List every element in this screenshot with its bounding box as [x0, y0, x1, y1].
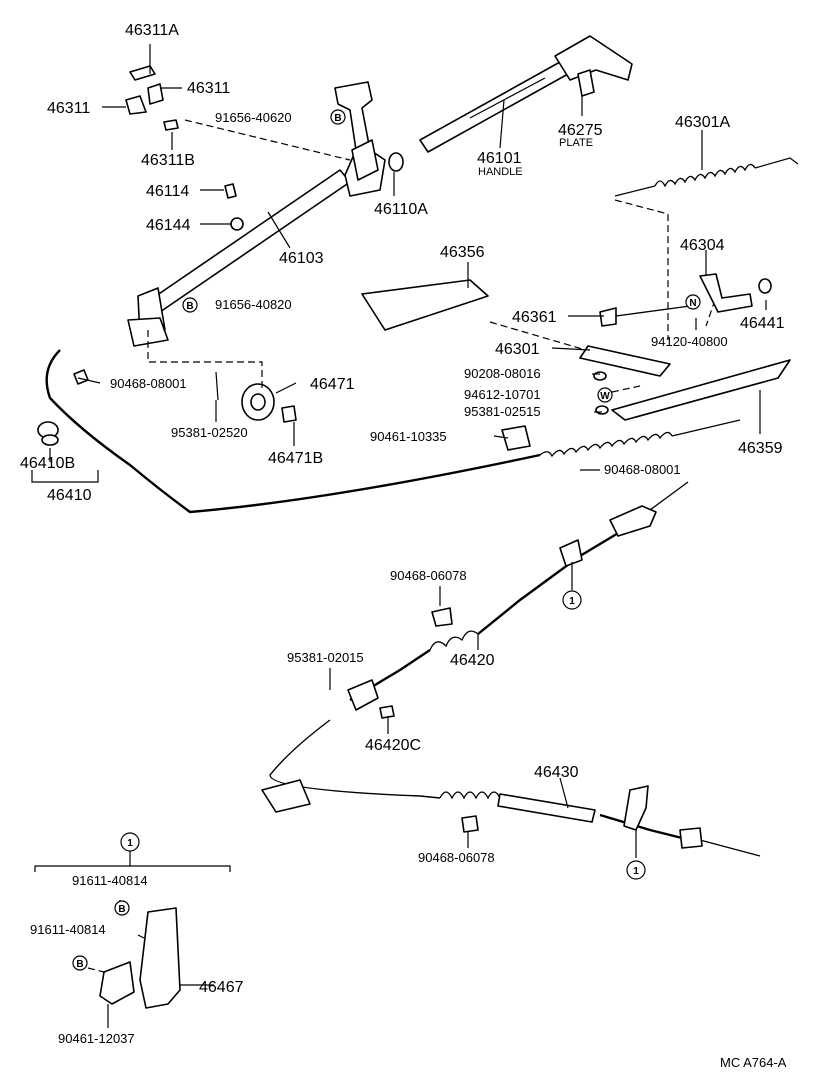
- spring-46301A: [614, 157, 799, 197]
- part-label: 94612-10701: [464, 387, 541, 402]
- part-label: 46356: [440, 244, 485, 261]
- part-label: 46103: [279, 250, 324, 267]
- part-label: 46441: [740, 315, 785, 332]
- ref-marker: 1: [120, 832, 140, 852]
- cable-46410: [45, 349, 741, 514]
- part-labels: 46311A 46311 46311 91656-40620 46311B 46…: [20, 22, 787, 1070]
- cable-46420: [347, 481, 689, 719]
- part-label: 46311: [187, 80, 230, 97]
- part-label: 46311B: [141, 152, 195, 169]
- part-label: 46361: [512, 309, 557, 326]
- part-label: HANDLE: [478, 166, 523, 178]
- part-label: 46410B: [20, 455, 75, 472]
- part-label: 95381-02515: [464, 404, 541, 419]
- part-label: 90468-06078: [418, 850, 495, 865]
- svg-text:1: 1: [569, 596, 575, 607]
- assembly-guide-lines: [87, 119, 716, 979]
- part-label: 90468-08001: [110, 376, 187, 391]
- svg-text:B: B: [334, 113, 341, 124]
- ref-marker: 1: [626, 860, 646, 880]
- part-label: 46471: [310, 376, 355, 393]
- part-label: 46311: [47, 100, 90, 117]
- part-label: 46301: [495, 341, 540, 358]
- cable-46430: [261, 719, 761, 857]
- part-label: 91656-40820: [215, 297, 292, 312]
- bolt-marker: B: [182, 297, 198, 313]
- bolt-marker: B: [114, 900, 130, 916]
- part-label: 91656-40620: [215, 110, 292, 125]
- part-label: 90461-10335: [370, 429, 447, 444]
- diagram-code: MC A764-A: [720, 1055, 787, 1070]
- svg-text:B: B: [118, 904, 125, 915]
- part-label: 94120-40800: [651, 334, 728, 349]
- part-label: 95381-02520: [171, 425, 248, 440]
- part-label: 46420C: [365, 737, 421, 754]
- part-label: 90468-08001: [604, 462, 681, 477]
- nut-marker: N: [685, 294, 701, 310]
- part-label: 90468-06078: [390, 568, 467, 583]
- part-label: 91611-40814: [72, 873, 148, 888]
- part-label: 46430: [534, 764, 579, 781]
- part-label: 46144: [146, 217, 191, 234]
- markers: B B N W 1 1 1 B B: [72, 109, 701, 971]
- handle-46101: [419, 35, 633, 153]
- bracket-46467-inset: [34, 850, 231, 1009]
- svg-text:B: B: [76, 959, 83, 970]
- part-label: 91611-40814: [30, 922, 106, 937]
- part-label: 46275: [558, 122, 603, 139]
- svg-text:N: N: [689, 298, 696, 309]
- part-label: 95381-02015: [287, 650, 364, 665]
- bolt-marker: B: [330, 109, 346, 125]
- leader-lines: [31, 44, 767, 1028]
- washer-marker: W: [597, 387, 613, 403]
- lever-bracket-assembly: [37, 65, 404, 446]
- bolt-marker: B: [72, 955, 88, 971]
- part-label: 46467: [199, 979, 244, 996]
- part-label: 90208-08016: [464, 366, 541, 381]
- part-label: PLATE: [559, 137, 593, 149]
- part-label: 46420: [450, 652, 495, 669]
- svg-text:1: 1: [633, 866, 639, 877]
- part-label: 46101: [477, 150, 522, 167]
- part-label: 46410: [47, 487, 92, 504]
- svg-text:W: W: [600, 391, 610, 402]
- part-label: 46471B: [268, 450, 323, 467]
- part-label: 46114: [146, 183, 189, 200]
- part-label: 46359: [738, 440, 783, 457]
- part-label: 46311A: [125, 22, 179, 39]
- part-label: 46304: [680, 237, 725, 254]
- part-label: 46301A: [675, 114, 730, 131]
- part-label: 90461-12037: [58, 1031, 135, 1046]
- svg-text:1: 1: [127, 838, 133, 849]
- ref-marker: 1: [562, 590, 582, 610]
- svg-text:B: B: [186, 301, 193, 312]
- part-label: 46110A: [374, 201, 428, 218]
